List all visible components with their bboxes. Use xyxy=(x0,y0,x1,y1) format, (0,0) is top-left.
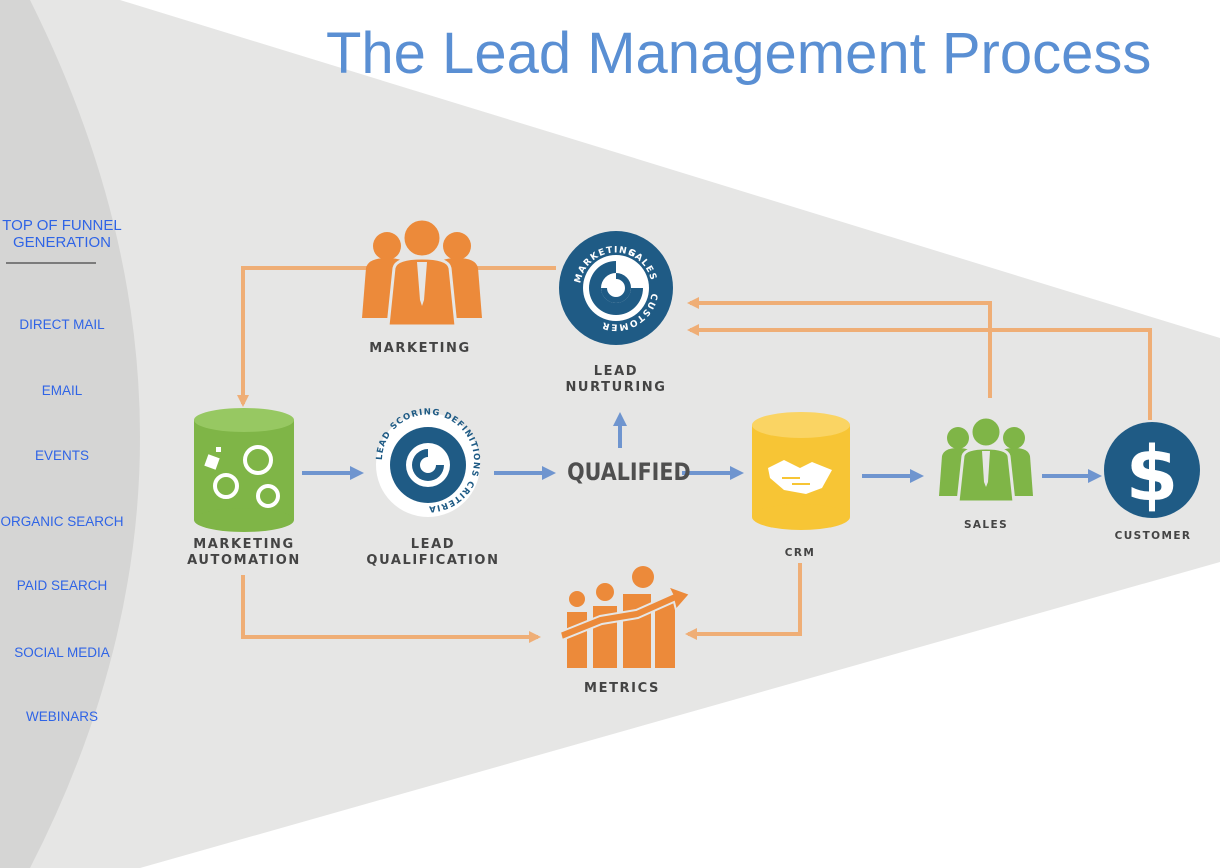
label-lead-nurturing-line2: NURTURING xyxy=(565,380,667,395)
lead-qualification-badge: LEAD SCORING DEFINITIONS CRITERIA xyxy=(375,407,480,517)
funnel-left-lens xyxy=(0,0,140,868)
orange-connectors xyxy=(237,266,1152,643)
label-marketing: MARKETING xyxy=(369,341,471,356)
label-crm: CRM xyxy=(784,547,816,559)
lead-nurturing-badge: MARKETING SALES CUSTOMER xyxy=(559,231,673,345)
label-marketing-automation-line1: MARKETING xyxy=(193,537,295,552)
sidebar-item-email: EMAIL xyxy=(41,383,83,398)
label-sales: SALES xyxy=(963,519,1009,531)
dollar-symbol: $ xyxy=(1126,429,1179,518)
sidebar-item-webinars: WEBINARS xyxy=(25,709,98,724)
label-qualified: QUALIFIED xyxy=(567,458,691,486)
label-metrics: METRICS xyxy=(584,681,660,696)
sidebar-divider xyxy=(6,262,96,264)
sidebar-item-paid-search: PAID SEARCH xyxy=(16,578,108,593)
sidebar-item-social-media: SOCIAL MEDIA xyxy=(14,645,110,660)
page-title: The Lead Management Process xyxy=(326,21,1152,86)
customer-dollar-icon: $ xyxy=(1104,422,1200,518)
sidebar-item-events: EVENTS xyxy=(34,448,89,463)
sales-people-icon xyxy=(939,415,1033,504)
label-lead-nurturing-line1: LEAD xyxy=(593,364,639,379)
blue-arrows xyxy=(302,412,1102,483)
marketing-people-icon xyxy=(362,217,482,328)
label-lead-qualification-line2: QUALIFICATION xyxy=(366,553,500,568)
crm-icon xyxy=(752,412,850,530)
marketing-automation-icon xyxy=(194,408,294,532)
sidebar-heading-line2: GENERATION xyxy=(12,234,112,251)
sidebar-heading-line1: TOP OF FUNNEL xyxy=(2,217,122,234)
label-lead-qualification-line1: LEAD xyxy=(410,537,456,552)
sidebar-item-organic-search: ORGANIC SEARCH xyxy=(0,514,124,529)
label-customer: CUSTOMER xyxy=(1114,530,1192,542)
sidebar-item-direct-mail: DIRECT MAIL xyxy=(19,317,105,332)
label-marketing-automation-line2: AUTOMATION xyxy=(187,553,301,568)
metrics-chart-icon xyxy=(558,566,692,668)
